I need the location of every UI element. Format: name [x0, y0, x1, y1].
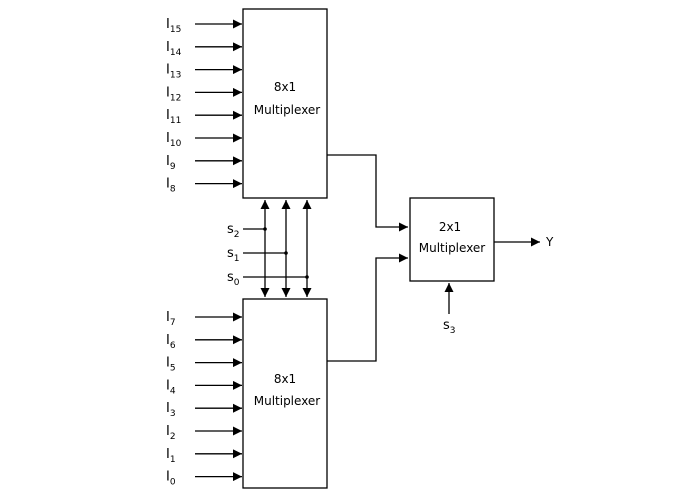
input-label-I15: I15 — [166, 17, 181, 35]
input-label-I7: I7 — [166, 310, 176, 328]
output-label-y: Y — [545, 235, 554, 249]
lower-mux-output-wire — [327, 253, 408, 362]
select-label-s2: s2 — [227, 222, 240, 240]
input-label-I11: I11 — [166, 108, 181, 126]
input-label-I9: I9 — [166, 154, 176, 172]
select-lines: s2 s1 s0 — [227, 200, 312, 297]
final-mux: 2x1 Multiplexer Y s3 — [409, 197, 554, 336]
input-label-I1: I1 — [166, 447, 176, 465]
final-mux-title: 2x1 — [439, 220, 461, 234]
select-label-s0: s0 — [227, 270, 240, 288]
input-label-I0: I0 — [166, 470, 176, 488]
upper-mux-subtitle: Multiplexer — [254, 103, 321, 117]
input-label-I4: I4 — [166, 378, 176, 396]
select-label-s1: s1 — [227, 246, 240, 264]
upper-mux-box — [242, 8, 328, 199]
lower-mux-subtitle: Multiplexer — [254, 394, 321, 408]
final-mux-subtitle: Multiplexer — [419, 241, 486, 255]
upper-mux-output-wire — [327, 154, 408, 232]
input-label-I8: I8 — [166, 177, 176, 195]
lower-mux-box — [242, 298, 328, 489]
s3-label: s3 — [443, 318, 456, 336]
input-label-I13: I13 — [166, 63, 181, 81]
input-label-I2: I2 — [166, 424, 176, 442]
input-label-I6: I6 — [166, 333, 176, 351]
input-label-I5: I5 — [166, 356, 176, 374]
select-labels: s2 s1 s0 — [227, 222, 240, 288]
final-mux-box — [409, 197, 495, 282]
upper-mux-title: 8x1 — [274, 80, 296, 94]
lower-mux-title: 8x1 — [274, 372, 296, 386]
input-label-I10: I10 — [166, 131, 182, 149]
input-label-I14: I14 — [166, 40, 182, 58]
input-label-I12: I12 — [166, 85, 181, 103]
input-label-I3: I3 — [166, 401, 176, 419]
